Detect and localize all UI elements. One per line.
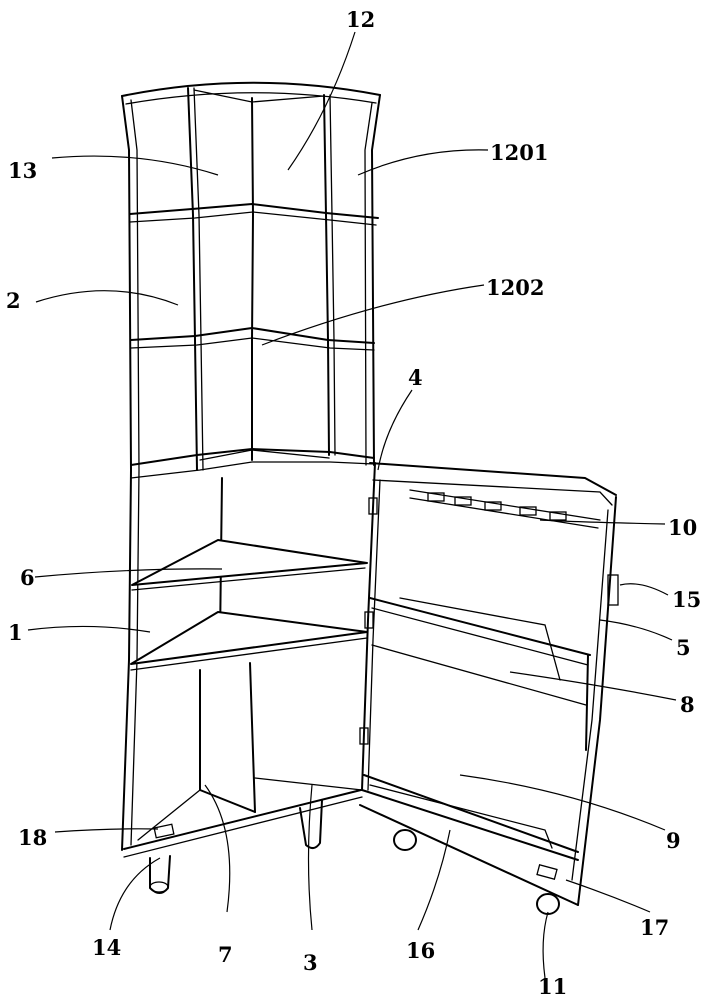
label-12: 12	[346, 7, 375, 32]
cabinet-body	[121, 81, 381, 851]
label-1202: 1202	[486, 275, 544, 300]
label-2: 2	[6, 288, 21, 313]
label-4: 4	[408, 365, 423, 390]
label-15: 15	[672, 587, 701, 612]
label-5: 5	[676, 635, 691, 660]
label-6: 6	[20, 565, 35, 590]
part-labels: 12 13 1201 2 1202 4 10 6 15 5 1 8 9 18 1…	[6, 7, 701, 999]
label-7: 7	[218, 942, 233, 967]
label-14: 14	[92, 935, 121, 960]
lower-cabinet	[123, 477, 368, 894]
label-3: 3	[303, 950, 318, 975]
label-9: 9	[666, 828, 681, 853]
label-16: 16	[406, 938, 435, 963]
label-10: 10	[668, 515, 697, 540]
label-1: 1	[8, 620, 23, 645]
label-17: 17	[640, 915, 669, 940]
label-11: 11	[538, 974, 567, 999]
label-18: 18	[18, 825, 47, 850]
label-8: 8	[680, 692, 695, 717]
label-1201: 1201	[490, 140, 548, 165]
leader-lines	[27, 31, 677, 979]
label-13: 13	[8, 158, 37, 183]
swing-door-cabinet	[359, 462, 619, 915]
upper-shelf-unit	[129, 87, 379, 479]
